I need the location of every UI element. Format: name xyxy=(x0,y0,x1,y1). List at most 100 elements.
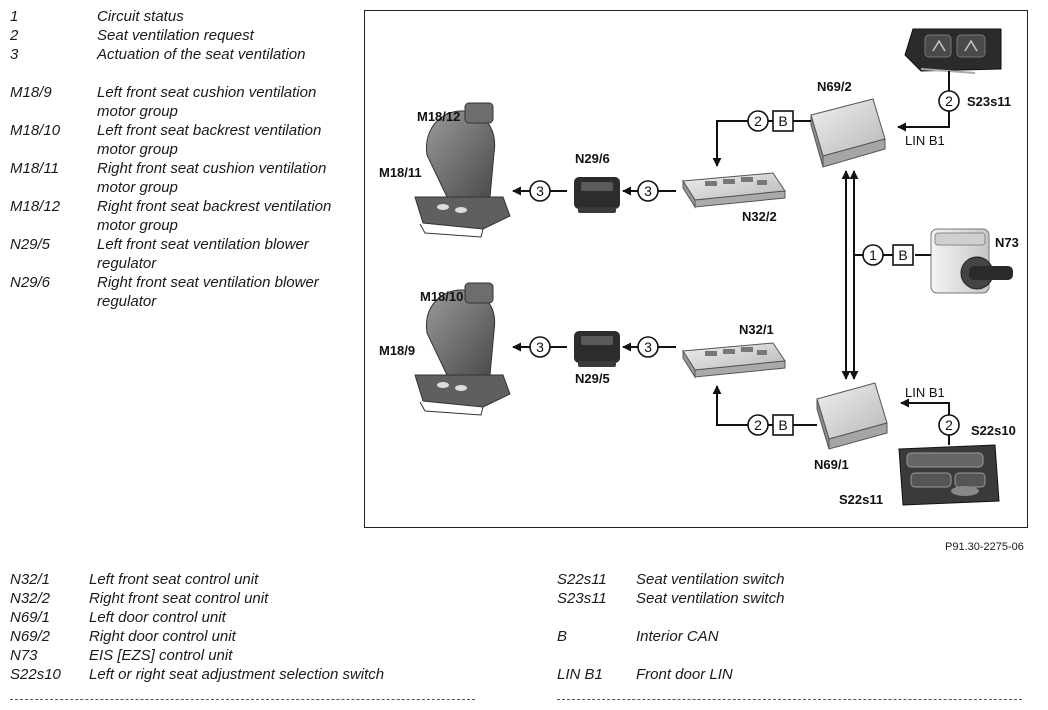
label-m18-9: M18/9 xyxy=(379,343,415,358)
actuation-marker xyxy=(637,180,659,202)
circuit-status-marker xyxy=(862,244,884,266)
diagram-canvas: 3 3 3 3 2 2 2 2 1 B B B M18/12 M18/11 N2… xyxy=(379,28,1019,507)
actuation-marker xyxy=(529,336,551,358)
legend-code: N73 xyxy=(10,647,38,664)
legend-desc: Left front seat cushion ventilation moto… xyxy=(97,84,317,120)
legend-desc: Left front seat backrest ventilation mot… xyxy=(97,122,322,158)
legend-row: M18/10 Left front seat backrest ventilati… xyxy=(10,121,347,159)
legend-code: 1 xyxy=(10,8,19,25)
legend-row: 1 Circuit status xyxy=(10,7,347,26)
switch-panel-s23s11 xyxy=(904,28,1002,74)
legend-desc: Left or right seat adjustment selection … xyxy=(89,666,385,683)
request-marker xyxy=(938,90,960,112)
can-marker xyxy=(772,414,794,436)
arrow-n69-1-to-n32-1 xyxy=(712,385,749,426)
actuation-marker-label: 3 xyxy=(536,339,544,355)
request-marker xyxy=(747,110,769,132)
circuit-status-marker-label: 1 xyxy=(869,247,877,263)
request-marker xyxy=(747,414,769,436)
can-marker-label: B xyxy=(898,247,907,263)
legend-code: S23s11 xyxy=(557,590,607,607)
legend-code: M18/10 xyxy=(10,122,61,139)
request-marker-label: 2 xyxy=(945,417,953,433)
legend-desc: Right door control unit xyxy=(89,628,236,645)
legend-code: S22s10 xyxy=(10,666,61,683)
label-n73: N73 xyxy=(995,235,1019,250)
actuation-marker-label: 3 xyxy=(536,183,544,199)
blower-regulator-n29-5 xyxy=(574,331,620,367)
label-lin-b1-top: LIN B1 xyxy=(905,133,945,148)
legend-desc: Circuit status xyxy=(97,8,184,25)
label-lin-b1-bottom: LIN B1 xyxy=(905,385,945,400)
can-marker-label: B xyxy=(778,417,787,433)
legend-row: 3 Actuation of the seat ventilation xyxy=(10,45,347,64)
label-n69-1: N69/1 xyxy=(814,457,849,472)
request-marker xyxy=(938,414,960,436)
eis-control-unit-n73 xyxy=(930,228,1013,294)
legend-row: N69/2 Right door control unit xyxy=(10,627,384,646)
door-control-unit-n69-1 xyxy=(816,382,888,450)
legend-spacer xyxy=(557,646,784,665)
actuation-marker xyxy=(637,336,659,358)
request-marker-label: 2 xyxy=(945,93,953,109)
actuation-marker-label: 3 xyxy=(644,183,652,199)
can-marker-label: B xyxy=(778,113,787,129)
legend-row: N69/1 Left door control unit xyxy=(10,608,384,627)
legend-code: S22s11 xyxy=(557,571,607,588)
door-control-unit-n69-2 xyxy=(810,98,886,168)
divider-right xyxy=(557,699,1022,700)
legend-desc: Actuation of the seat ventilation xyxy=(97,46,306,63)
seat-control-unit-n32-2 xyxy=(682,172,786,209)
arrow-s22s10-to-n69-1 xyxy=(901,403,950,445)
legend-desc: Left front seat control unit xyxy=(89,571,259,588)
arrow-s23s11-to-n69-2 xyxy=(898,71,950,127)
legend-row: S22s10 Left or right seat adjustment sele… xyxy=(10,665,384,684)
label-s22s10: S22s10 xyxy=(971,423,1016,438)
legend-desc: Seat ventilation request xyxy=(97,27,254,44)
legend-code: M18/11 xyxy=(10,160,59,177)
legend-code: N29/5 xyxy=(10,236,51,253)
label-n32-2: N32/2 xyxy=(742,209,777,224)
legend-code: M18/9 xyxy=(10,84,52,101)
legend-code: N69/1 xyxy=(10,609,51,626)
blower-regulator-n29-6 xyxy=(574,177,620,213)
legend-row: M18/9 Left front seat cushion ventilation… xyxy=(10,83,347,121)
divider-left xyxy=(10,699,475,700)
label-m18-12: M18/12 xyxy=(417,109,460,124)
legend-code: N69/2 xyxy=(10,628,51,645)
label-m18-10: M18/10 xyxy=(420,289,463,304)
actuation-marker xyxy=(529,180,551,202)
legend-desc: Front door LIN xyxy=(636,666,733,683)
legend-spacer xyxy=(10,64,347,83)
legend-row: N29/6 Right front seat ventilation blower… xyxy=(10,273,347,311)
legend-desc: Seat ventilation switch xyxy=(636,590,785,607)
seat-control-unit-n32-1 xyxy=(682,342,786,379)
legend-code: 2 xyxy=(10,27,19,44)
legend-code: 3 xyxy=(10,46,19,63)
seat-right-image xyxy=(414,102,511,238)
legend-code: M18/12 xyxy=(10,198,61,215)
legend-row: M18/12 Right front seat backrest ventilat… xyxy=(10,197,347,235)
switch-panel-s22s10-s22s11 xyxy=(898,444,1000,506)
legend-desc: Left door control unit xyxy=(89,609,226,626)
legend-desc: Right front seat backrest ventilation mo… xyxy=(97,198,332,234)
legend-desc: Right front seat ventilation blower regu… xyxy=(97,274,319,310)
legend-top: 1 Circuit status 2 Seat ventilation reques… xyxy=(10,7,347,311)
legend-desc: Right front seat control unit xyxy=(89,590,269,607)
can-marker xyxy=(892,244,914,266)
actuation-marker-label: 3 xyxy=(644,339,652,355)
seat-left-image xyxy=(414,282,511,416)
circuit-diagram: 3 3 3 3 2 2 2 2 1 B B B M18/12 M18/11 N2… xyxy=(364,10,1028,528)
legend-row: S23s11 Seat ventilation switch xyxy=(557,589,784,608)
legend-code: LIN B1 xyxy=(557,666,603,683)
legend-code: N29/6 xyxy=(10,274,51,291)
legend-desc: Interior CAN xyxy=(636,628,719,645)
